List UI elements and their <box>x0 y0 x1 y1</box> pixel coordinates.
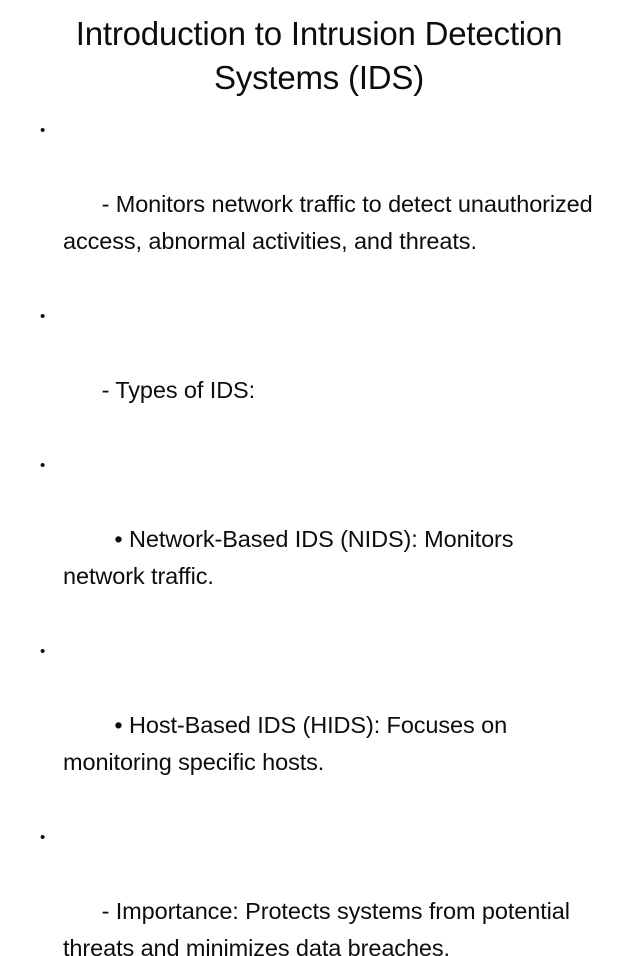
bullet-point-icon: • <box>40 308 46 325</box>
presentation-slide: Introduction to Intrusion Detection Syst… <box>40 15 593 956</box>
list-item-text: - Types of IDS: <box>101 377 256 403</box>
bullet-point-icon: • <box>40 829 46 846</box>
list-item-text: - Importance: Protects systems from pote… <box>63 898 577 956</box>
list-item: • • Network-Based IDS (NIDS): Monitors n… <box>33 447 598 632</box>
list-item: • - Types of IDS: <box>33 298 598 446</box>
bullet-point-icon: • <box>40 643 46 660</box>
list-item-text: • Host-Based IDS (HIDS): Focuses on moni… <box>63 712 514 775</box>
bullet-point-icon: • <box>40 457 46 474</box>
list-item: • - Monitors network traffic to detect u… <box>33 112 598 297</box>
bullet-point-icon: • <box>40 122 46 139</box>
list-item: • - Importance: Protects systems from po… <box>33 819 598 956</box>
list-item-text: • Network-Based IDS (NIDS): Monitors net… <box>63 526 520 589</box>
list-item-text: - Monitors network traffic to detect una… <box>63 191 600 254</box>
slide-body-content: • - Monitors network traffic to detect u… <box>0 112 638 956</box>
list-item: • • Host-Based IDS (HIDS): Focuses on mo… <box>33 633 598 818</box>
slide-title: Introduction to Intrusion Detection Syst… <box>75 15 572 96</box>
